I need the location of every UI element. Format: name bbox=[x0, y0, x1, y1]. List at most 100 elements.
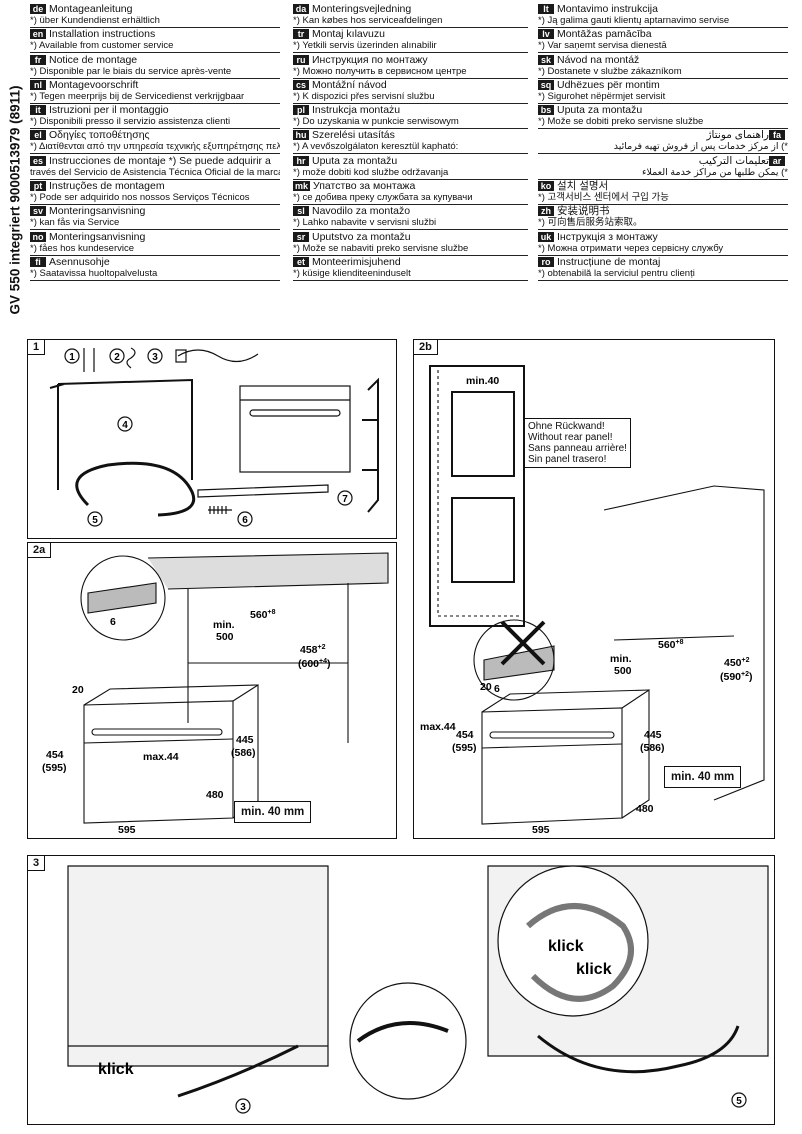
lang-note: *) 고객서비스 센터에서 구입 가능 bbox=[538, 192, 788, 206]
lang-code-badge: lv bbox=[538, 29, 554, 40]
lang-code-badge: hr bbox=[293, 155, 309, 166]
lang-note: *) K dispozici přes servisní službu bbox=[293, 91, 528, 104]
label-min-2a: min. bbox=[213, 619, 235, 631]
lang-title: Notice de montage bbox=[49, 53, 138, 66]
lang-code-badge: fa bbox=[769, 130, 785, 141]
installation-diagram-2a: 6 min. 500 560+8 458+2 (600+4) 20 454 (5… bbox=[42, 552, 389, 836]
panel-1-parts: 1 1 2 3 4 5 6 7 bbox=[27, 339, 397, 539]
klick-label-3: klick bbox=[576, 961, 612, 978]
lang-code-badge: ro bbox=[538, 256, 554, 267]
lang-code-badge: sr bbox=[293, 231, 309, 242]
lang-title: Monteringsanvisning bbox=[49, 230, 146, 243]
label-560-2b: 560+8 bbox=[658, 639, 684, 651]
lang-title: Uputa za montažu bbox=[312, 154, 398, 167]
model-number-text: GV 550 integriert 9000513979 (8911) bbox=[7, 85, 23, 315]
lang-title: 설치 설명서 bbox=[557, 180, 609, 193]
panel-1-tag: 1 bbox=[27, 339, 46, 355]
label-600-2a: (600+4) bbox=[298, 658, 331, 670]
lang-note: *) über Kundendienst erhältlich bbox=[30, 15, 280, 28]
callout-3: 3 bbox=[152, 352, 158, 363]
lang-note: *) Available from customer service bbox=[30, 40, 280, 54]
marker-6-2a: 6 bbox=[110, 616, 116, 628]
lang-title: Οδηγίες τοποθέτησης bbox=[49, 129, 150, 142]
label-inset-min40: min.40 bbox=[466, 375, 499, 387]
lang-code-badge: hu bbox=[293, 130, 309, 141]
min-40mm-box-2a: min. 40 mm bbox=[234, 801, 312, 823]
lang-title: 安装说明书 bbox=[557, 205, 610, 218]
label-min-2b: min. bbox=[610, 653, 632, 665]
label-458-2a: 458+2 bbox=[300, 644, 326, 656]
lang-code-badge: sv bbox=[30, 206, 46, 217]
lang-code-badge: da bbox=[293, 4, 309, 14]
lang-note: *) Saatavissa huoltopalvelusta bbox=[30, 268, 280, 281]
lang-code-badge: no bbox=[30, 231, 46, 242]
lang-title: Istruzioni per il montaggio bbox=[49, 104, 169, 117]
label-560-2a: 560+8 bbox=[250, 609, 276, 621]
lang-note: través del Servicio de Asistencia Técnic… bbox=[30, 166, 280, 180]
lang-note: *) može dobiti kod službe održavanja bbox=[293, 167, 528, 180]
lang-title: Monteerimisjuhend bbox=[312, 255, 401, 268]
lang-code-badge: fi bbox=[30, 256, 46, 267]
callout-7: 7 bbox=[342, 494, 348, 505]
lang-code-badge: it bbox=[30, 105, 46, 116]
lang-code-badge: tr bbox=[293, 29, 309, 40]
lang-code-badge: cs bbox=[293, 79, 309, 90]
panel-2b-tag: 2b bbox=[413, 339, 438, 355]
lang-title: Montageanleitung bbox=[49, 3, 133, 15]
lang-title: Monteringsanvisning bbox=[49, 205, 146, 218]
label-max44-2a: max.44 bbox=[143, 751, 179, 763]
lang-note: *) fåes hos kundeservice bbox=[30, 243, 280, 256]
lang-note: *) Yetkili servis üzerinden alınabilir bbox=[293, 40, 528, 54]
label-20-2a: 20 bbox=[72, 684, 84, 696]
label-max44-2b: max.44 bbox=[420, 721, 456, 733]
document-side-title: GV 550 integriert 9000513979 (8911) bbox=[2, 80, 28, 320]
lang-title: راهنمای مونتاژ bbox=[706, 129, 769, 142]
callout-6: 6 bbox=[242, 515, 248, 526]
lang-code-badge: nl bbox=[30, 79, 46, 90]
label-445-2a: 445 bbox=[236, 734, 254, 746]
lang-note: *) Sigurohet nëpërmjet servisit bbox=[538, 91, 788, 104]
lang-code-badge: es bbox=[30, 155, 46, 166]
lang-title: Montāžas pamācība bbox=[557, 28, 652, 41]
callout-1: 1 bbox=[69, 352, 75, 363]
lang-code-badge: sq bbox=[538, 79, 554, 90]
lang-title: Udhëzues për montim bbox=[557, 78, 660, 91]
label-500-2b: 500 bbox=[614, 665, 632, 677]
lang-code-badge: pt bbox=[30, 181, 46, 192]
lang-note: *) Ją galima gauti klientų aptarnavimo s… bbox=[538, 15, 788, 28]
lang-title: Asennusohje bbox=[49, 255, 110, 268]
lang-note: *) Lahko nabavite v servisni službi bbox=[293, 217, 528, 231]
min-40mm-box-2b: min. 40 mm bbox=[664, 766, 742, 788]
lang-title: Montavimo instrukcija bbox=[557, 3, 658, 15]
lang-code-badge: lt bbox=[538, 4, 554, 14]
callout-5: 5 bbox=[92, 515, 98, 526]
label-586-2a: (586) bbox=[231, 747, 256, 759]
lang-title: Instrukcja montażu bbox=[312, 104, 401, 117]
lang-note: *) يمكن طلبها من مراكز خدمة العملاء bbox=[538, 167, 788, 180]
label-595h-2a: (595) bbox=[42, 762, 67, 774]
label-590-2b: (590+2) bbox=[720, 671, 753, 683]
lang-code-badge: fr bbox=[30, 54, 46, 65]
lang-code-badge: el bbox=[30, 130, 46, 141]
lang-note: *) Var saņemt servisa dienestā bbox=[538, 40, 788, 54]
lang-code-badge: ar bbox=[769, 155, 785, 166]
lang-code-badge: uk bbox=[538, 231, 554, 242]
